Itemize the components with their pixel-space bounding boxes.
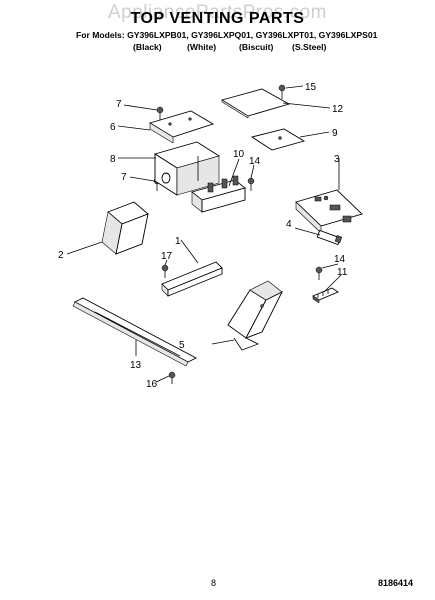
part-3-control-board xyxy=(295,189,363,234)
label-part-14-upper: 14 xyxy=(249,156,261,167)
part-6-bracket xyxy=(148,110,215,144)
label-part-12: 12 xyxy=(332,104,344,115)
watermark: AppliancePartsPros.com xyxy=(107,2,328,23)
part-number-labels: 1 2 3 4 5 6 7 7 8 9 10 11 12 13 14 14 15… xyxy=(58,82,348,390)
label-part-7-upper: 7 xyxy=(116,99,122,110)
leader-lines xyxy=(66,85,342,383)
part-16-screw xyxy=(168,371,176,384)
label-part-11: 11 xyxy=(337,267,348,278)
models-line: For Models: GY396LXPB01, GY396LXPQ01, GY… xyxy=(76,30,378,40)
label-part-4: 4 xyxy=(286,219,292,230)
finish-white: (White) xyxy=(187,42,217,52)
label-part-8: 8 xyxy=(110,154,116,165)
part-14-screw-lower xyxy=(315,266,323,280)
part-9-pad xyxy=(250,128,306,151)
label-part-2: 2 xyxy=(58,250,64,261)
page-number: 8 xyxy=(211,578,217,588)
finish-biscuit: (Biscuit) xyxy=(239,42,274,52)
label-part-17: 17 xyxy=(161,251,173,262)
part-4-plug xyxy=(316,229,343,246)
part-5-vent-shroud xyxy=(227,280,284,351)
part-13-long-trim xyxy=(72,297,197,367)
document-number: 8186414 xyxy=(378,578,414,588)
part-7-screw-upper xyxy=(156,106,164,120)
finish-stainless: (S.Steel) xyxy=(292,42,327,52)
label-part-5: 5 xyxy=(179,340,185,351)
label-part-1: 1 xyxy=(175,236,181,247)
part-2-duct xyxy=(101,201,149,255)
label-part-14-lower: 14 xyxy=(334,254,346,265)
part-1-rail xyxy=(161,261,223,297)
label-part-13: 13 xyxy=(130,360,142,371)
finish-black: (Black) xyxy=(133,42,162,52)
label-part-9: 9 xyxy=(332,128,338,139)
label-part-7-lower: 7 xyxy=(121,172,127,183)
part-8-vent-box xyxy=(153,141,221,196)
label-part-16: 16 xyxy=(146,379,158,390)
part-14-screw-upper xyxy=(247,177,255,191)
page-title: TOP VENTING PARTS xyxy=(130,10,305,27)
label-part-10: 10 xyxy=(233,149,245,160)
part-15-screw xyxy=(278,84,286,99)
part-12-panel xyxy=(220,88,291,119)
label-part-3: 3 xyxy=(334,154,340,165)
part-17-screw xyxy=(161,264,169,278)
label-part-6: 6 xyxy=(110,122,116,133)
part-10-blower-bracket xyxy=(191,175,246,213)
label-part-15: 15 xyxy=(305,82,317,93)
